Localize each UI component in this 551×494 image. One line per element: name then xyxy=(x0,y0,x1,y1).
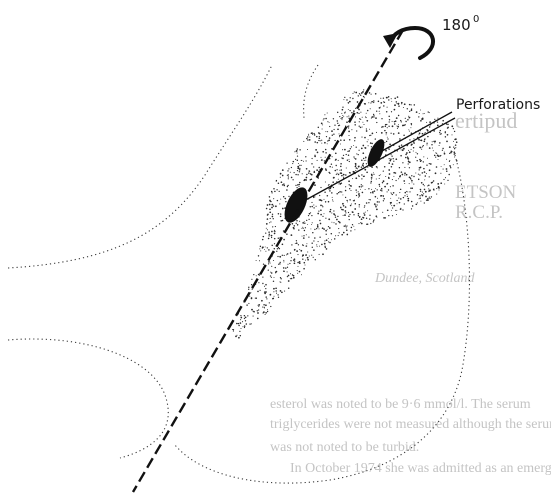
rotation-axis-dashed-line xyxy=(133,30,403,492)
rotation-arrow xyxy=(390,28,433,58)
leader-line-lower xyxy=(302,118,455,202)
rotation-label: 180 xyxy=(442,16,471,34)
perforations-label: Perforations xyxy=(456,97,540,113)
stomach-outline-right xyxy=(175,155,469,483)
ulcer-stippled-region xyxy=(232,89,457,338)
stomach-outline-left xyxy=(8,65,272,268)
stomach-outline-top xyxy=(304,65,318,118)
rotation-degree-symbol: 0 xyxy=(473,14,479,25)
leader-line-upper xyxy=(382,112,452,151)
perforation-lower xyxy=(280,184,312,226)
stomach-outline-lower xyxy=(8,339,168,458)
rotation-arrowhead-icon xyxy=(383,33,398,48)
